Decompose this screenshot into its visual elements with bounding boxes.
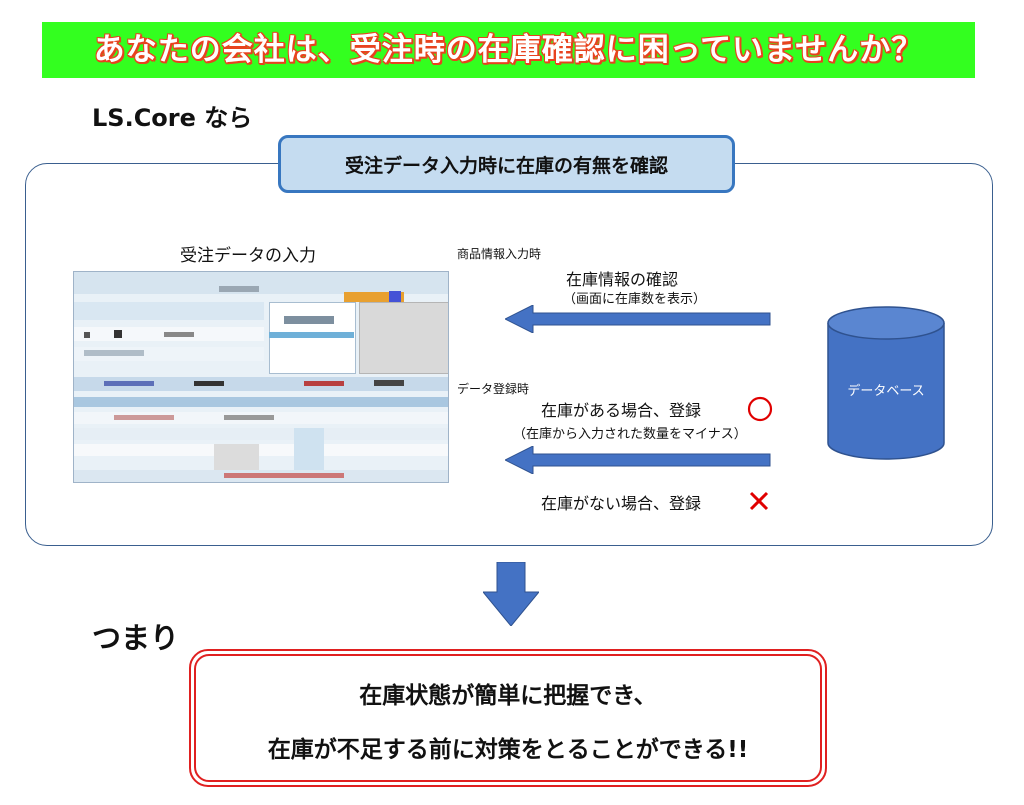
register-with-stock: 在庫がある場合、登録 [541, 401, 702, 420]
register-arrow [505, 446, 771, 474]
left-arrow-shape [505, 305, 771, 333]
summary-line-2: 在庫が不足する前に対策をとることができる!! [267, 737, 749, 763]
product-label: LS.Core なら [92, 104, 253, 132]
header-banner [42, 22, 975, 78]
feature-title: 受注データ入力時に在庫の有無を確認 [344, 154, 668, 177]
screen-title: 受注データの入力 [180, 246, 316, 266]
register-trigger: データ登録時 [457, 382, 530, 396]
stock-check-note: （画面に在庫数を表示） [563, 292, 707, 307]
summary-box [189, 649, 827, 787]
left-arrow-shape [505, 446, 771, 474]
database-label: データベース [847, 384, 925, 399]
feature-title-box: 受注データ入力時に在庫の有無を確認 [278, 135, 735, 193]
stock-check-arrow [505, 305, 771, 333]
summary-line-1: 在庫状態が簡単に把握でき、 [359, 683, 657, 709]
banner-title: あなたの会社は、受注時の在庫確認に困っていませんか？ [93, 32, 924, 68]
cross-icon [749, 491, 769, 511]
order-entry-screenshot [73, 271, 449, 483]
register-without-stock: 在庫がない場合、登録 [541, 494, 702, 513]
down-arrow [483, 562, 539, 626]
database-cylinder [827, 306, 945, 460]
circle-icon [747, 396, 773, 422]
register-with-stock-note: （在庫から入力された数量をマイナス） [513, 427, 747, 442]
stock-check-label: 在庫情報の確認 [566, 270, 679, 289]
summary-lead: つまり [92, 621, 180, 655]
stock-check-trigger: 商品情報入力時 [457, 247, 542, 261]
